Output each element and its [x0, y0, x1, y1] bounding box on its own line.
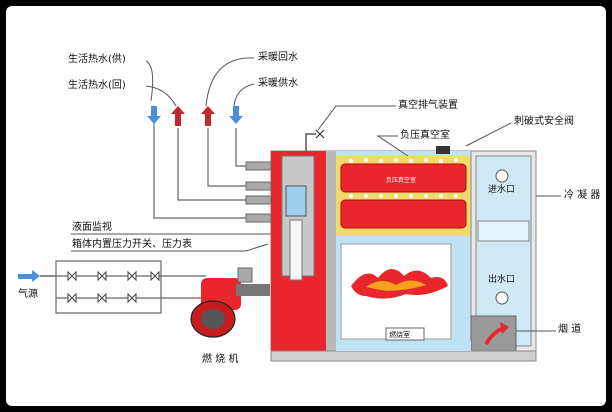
flow-arrows [147, 106, 243, 126]
tube-tag: 负压真空室 [386, 176, 416, 184]
level-gauge [285, 185, 307, 217]
boiler-nozzles [245, 161, 272, 223]
label-heating-supply: 采暖供水 [258, 78, 298, 89]
inlet-port [495, 169, 509, 183]
flue-arrow-icon [484, 322, 509, 346]
diagram-frame: 负压真空室 [6, 6, 606, 406]
label-burner: 燃 烧 机 [202, 354, 239, 365]
boiler-diagram: 负压真空室 [18, 57, 561, 362]
label-flue: 烟 道 [558, 324, 582, 335]
hot-water-arrow-icon [171, 106, 185, 126]
leader-lines [145, 57, 255, 107]
flame-icon [351, 268, 448, 299]
water-pipes [153, 121, 256, 219]
label-outlet: 出水口 [488, 275, 516, 285]
gas-arrow-icon [18, 270, 40, 282]
hot-water-arrow-icon [201, 106, 215, 126]
heat-exchanger-tube [340, 199, 467, 229]
label-heating-return: 采暖回水 [258, 52, 298, 63]
label-condenser: 冷 凝 器 [564, 190, 601, 201]
burner [190, 267, 270, 338]
gas-train [18, 260, 206, 314]
leader-pressure [71, 243, 269, 252]
label-combustion-chamber: 燃烧室 [389, 331, 410, 339]
leader-hot-supply [145, 60, 154, 102]
leader-heat-supply [233, 83, 255, 107]
cold-water-arrow-icon [147, 106, 161, 124]
boiler-body: 负压真空室 [270, 150, 537, 362]
label-inlet: 进水口 [488, 185, 516, 195]
rupture-valve-icon [436, 146, 450, 154]
label-gas-source: 气源 [18, 289, 38, 300]
outlet-port [495, 291, 509, 305]
pipe-hot-supply [153, 121, 256, 219]
label-negative-pressure-chamber: 负压真空室 [400, 130, 450, 141]
leader-heat-return [205, 57, 255, 107]
right-leaders [317, 105, 561, 332]
vacuum-exhaust-device [305, 129, 325, 151]
heat-exchanger-tube [340, 163, 467, 193]
label-domestic-hot-return: 生活热水(回) [68, 80, 126, 91]
label-level-monitor: 液面监视 [72, 222, 112, 233]
label-pressure-switch: 箱体内置压力开关、压力表 [72, 239, 192, 250]
label-vacuum-exhaust: 真空排气装置 [398, 100, 458, 111]
valve-icon [67, 270, 160, 304]
label-domestic-hot-supply: 生活热水(供) [68, 54, 126, 65]
condenser-column [475, 155, 532, 347]
cold-water-arrow-icon [229, 106, 243, 124]
label-rupture-valve: 刺破式安全阀 [514, 116, 574, 127]
leader-hot-return [145, 85, 177, 107]
